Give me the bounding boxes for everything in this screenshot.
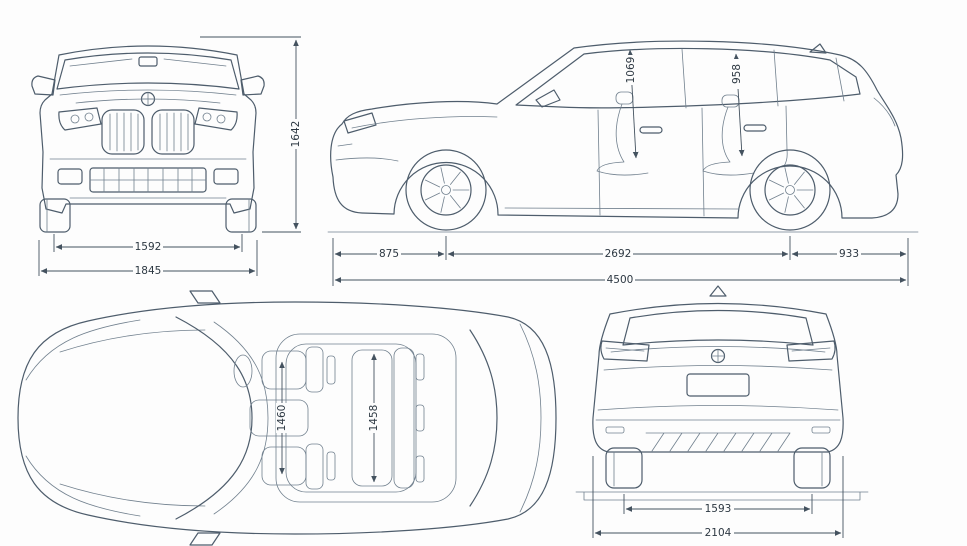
front-view (31, 45, 265, 233)
rocker-line (504, 207, 739, 210)
door-cut-lines (597, 105, 788, 217)
side-mirror (535, 89, 561, 108)
rear-antenna (709, 285, 727, 297)
windshield-top (175, 316, 253, 520)
dim-front-height-label: 1642 (290, 121, 302, 148)
front-right-mirror (240, 75, 265, 96)
brand-roundel-rear-icon (710, 348, 726, 364)
left-taillight (600, 340, 650, 362)
license-plate-recess (686, 373, 750, 397)
rear-window-top (469, 329, 498, 507)
front-left-mirror (31, 75, 56, 96)
width-extension-lines (38, 240, 258, 276)
right-reflector (811, 426, 831, 434)
dim-front-width-label: 1845 (135, 265, 162, 277)
dim-interior-rear-label: 1458 (368, 405, 380, 432)
front-door-handle (639, 126, 663, 134)
right-fog-intake (213, 168, 239, 185)
rear-door-handle (743, 124, 767, 132)
dim-interior-front-label: 1460 (276, 405, 288, 432)
diffuser-hatch (645, 432, 791, 452)
height-extension-lines (200, 36, 301, 233)
side-front-seat (596, 91, 649, 176)
grille-bars (109, 112, 189, 152)
steering-wheel (233, 354, 253, 388)
front-left-wheel (39, 198, 71, 233)
side-view (327, 40, 919, 233)
side-taillight (873, 97, 896, 127)
hood-cut (335, 116, 498, 162)
dim-headroom-front-label: 1069 (625, 57, 637, 84)
right-headlight (194, 107, 238, 131)
dim-headroom-rear-label: 958 (731, 64, 743, 84)
tailgate-lines (597, 365, 839, 411)
dim-overhang-front-label: 875 (379, 248, 399, 260)
side-interior-dimensions: 1069 958 (625, 49, 745, 159)
top-view: 1460 1458 (17, 290, 557, 546)
dim-overhang-rear-label: 933 (839, 248, 859, 260)
roof-panel (275, 333, 457, 503)
dim-rear-track-label: 1593 (705, 503, 732, 515)
dim-length-label: 4500 (607, 274, 634, 286)
side-view-dimensions: 875 2692 933 4500 (332, 236, 909, 286)
rear-extension-lines (592, 456, 844, 538)
pillars (681, 48, 845, 109)
front-seats (261, 346, 336, 490)
left-headlight (58, 107, 102, 131)
side-front-wheel (405, 149, 487, 231)
right-taillight (786, 340, 836, 362)
track-extension-lines (53, 234, 243, 252)
rear-window (622, 309, 814, 346)
intake-grid (89, 167, 207, 193)
sunroof (285, 343, 417, 493)
rear-bench (351, 347, 425, 489)
top-left-mirror (189, 290, 221, 304)
dim-wheelbase-label: 2692 (605, 248, 632, 260)
windshield (56, 52, 240, 90)
top-body-outline (17, 301, 557, 535)
center-console (249, 399, 309, 437)
hatch-edge (519, 323, 542, 513)
left-fog-intake (57, 168, 83, 185)
interior-mirror (138, 56, 158, 67)
front-body-outline (39, 45, 257, 214)
sun-visors (69, 58, 227, 67)
front-view-dimensions: 1642 1592 1845 (38, 36, 302, 277)
rear-body-outline (592, 302, 844, 453)
shoulder-line (610, 346, 826, 353)
glasshouse (515, 47, 861, 109)
antenna-fin (809, 43, 827, 54)
rear-left-wheel (605, 447, 643, 489)
platform (575, 491, 869, 501)
left-reflector (605, 426, 625, 434)
side-rear-wheel (749, 149, 831, 231)
hood-lines (25, 319, 206, 517)
dim-rear-width-label: 2104 (705, 527, 732, 539)
side-headlight (343, 112, 377, 134)
side-rear-seat (702, 94, 755, 176)
front-right-wheel (225, 198, 257, 233)
rear-right-wheel (793, 447, 831, 489)
brand-roundel-icon (140, 91, 156, 107)
side-body-outline (330, 40, 904, 219)
dim-front-track-label: 1592 (135, 241, 162, 253)
length-extension-lines (332, 236, 909, 286)
top-right-mirror (189, 532, 221, 546)
rear-view: 1593 2104 (575, 285, 869, 539)
kidney-grille-left (101, 109, 145, 155)
kidney-grille-right (151, 109, 195, 155)
